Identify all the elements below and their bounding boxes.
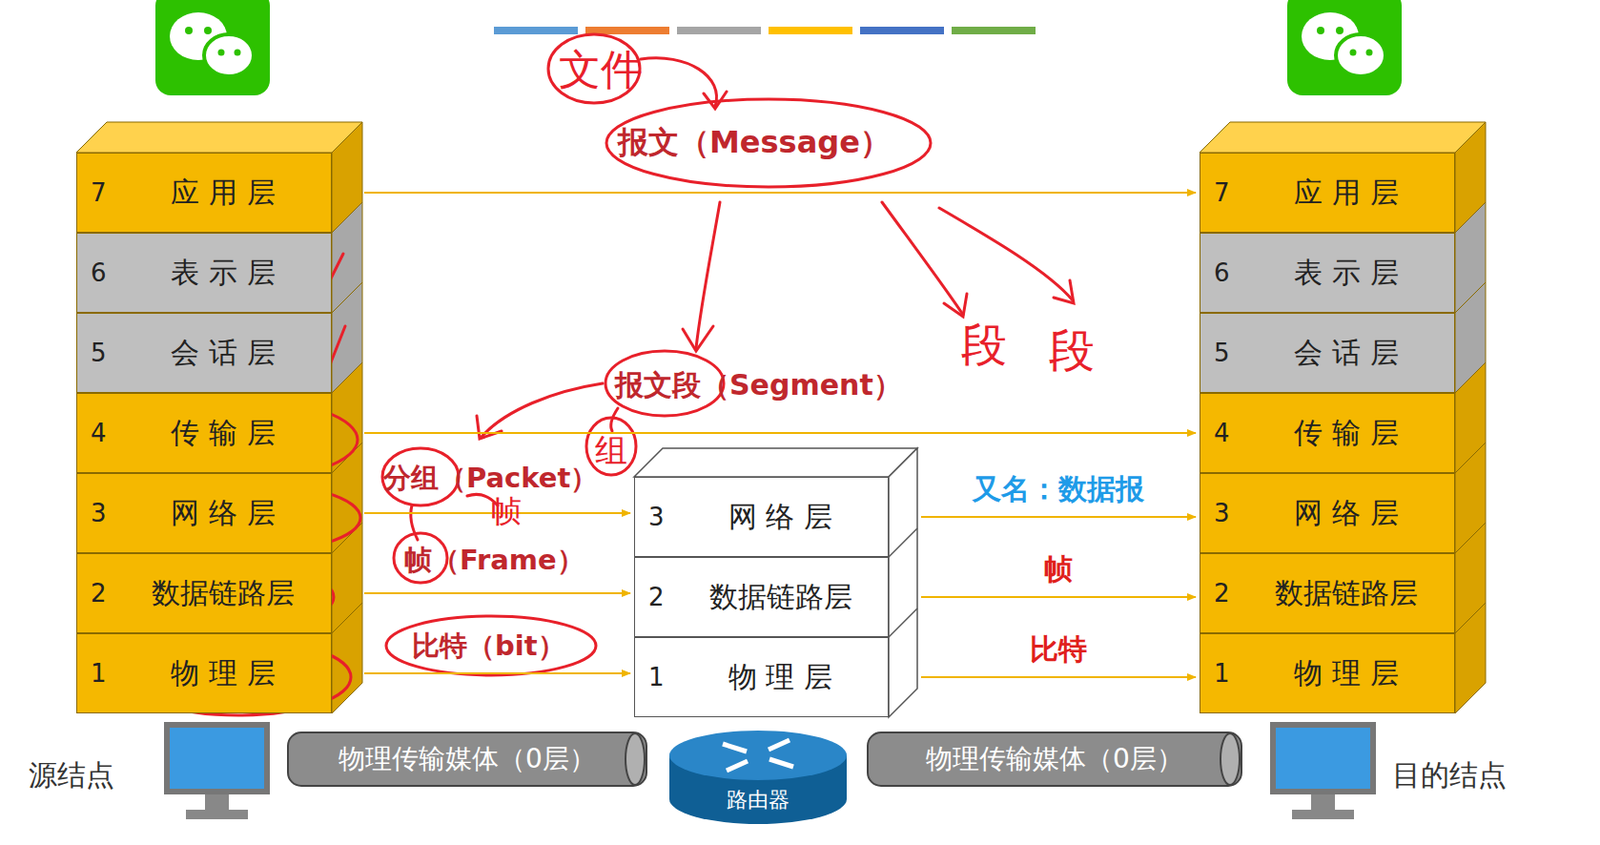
handwritten-note: 帧 [491,491,522,534]
layer-connector [364,592,631,595]
color-bar [493,26,1036,35]
text-label: 目的结点 [1392,756,1507,796]
layer-box: 6表 示 层 [1199,232,1456,313]
text-label: 报文段（Segment） [615,366,903,406]
layer-box: 6表 示 层 [76,232,332,313]
layer-number: 1 [635,662,681,692]
layer-name: 数据链路层 [1246,574,1455,614]
layer-box: 7应 用 层 [76,152,332,233]
layer-name: 表 示 层 [123,253,331,293]
media-label: 物理传输媒体（0层） [338,740,596,778]
layer-number: 1 [77,658,124,688]
layer-number: 3 [77,498,124,528]
text-label: 源结点 [28,756,115,796]
layer-box: 3网 络 层 [634,476,889,557]
text-label: 报文（Message） [617,122,891,165]
layer-number: 7 [77,178,124,207]
layer-number: 2 [635,582,681,612]
handwritten-note: 文件 [558,41,643,99]
layer-number: 5 [1200,338,1247,368]
layer-number: 3 [635,502,681,532]
layer-name: 网 络 层 [1246,493,1455,534]
layer-box: 5会 话 层 [1199,312,1456,393]
router-stack-faces [634,448,918,718]
layer-box: 3网 络 层 [76,472,332,554]
layer-box: 1物 理 层 [1199,633,1456,714]
layer-number: 2 [1200,578,1247,608]
layer-name: 表 示 层 [1246,253,1455,293]
layer-number: 3 [1200,498,1247,528]
wechat-icon [155,0,1402,96]
layer-box: 2数据链路层 [76,553,332,634]
layer-box: 2数据链路层 [1199,553,1456,634]
layer-box: 1物 理 层 [634,636,889,718]
layer-name: 应 用 层 [1246,173,1455,213]
layer-name: 数据链路层 [123,574,331,614]
edge-label: 又名：数据报 [969,470,1148,510]
layer-number: 6 [77,258,124,288]
text-label: 比特（bit） [411,627,566,666]
handwritten-note: 段 [1048,320,1095,382]
stack-faces [76,122,1486,714]
layer-name: 传 输 层 [1246,413,1455,453]
computer-icon [166,724,1374,820]
layer-number: 4 [1200,418,1247,448]
layer-box: 5会 话 层 [76,312,332,393]
layer-connector [921,515,1196,518]
layer-box: 4传 输 层 [76,392,332,473]
layer-name: 传 输 层 [123,413,331,453]
layer-connector [364,672,631,675]
router-label: 路由器 [665,785,851,815]
layer-name: 物 理 层 [123,654,331,694]
handwritten-note: 段 [961,314,1007,376]
layer-name: 数据链路层 [680,577,888,617]
layer-box: 4传 输 层 [1199,392,1456,473]
layer-number: 5 [77,338,124,368]
text-label: 分组（Packet） [383,459,598,498]
layer-connector [921,595,1196,598]
layer-number: 1 [1200,658,1247,688]
layer-connector [364,431,1196,434]
layer-box: 2数据链路层 [634,556,889,637]
router: 路由器 [665,726,851,826]
layer-name: 会 话 层 [1246,333,1455,373]
edge-label: 帧 [1041,550,1076,590]
media-label: 物理传输媒体（0层） [925,740,1184,778]
handwritten-note: 组 [594,429,628,473]
layer-box: 1物 理 层 [76,633,332,714]
layer-number: 7 [1200,178,1247,207]
layer-box: 7应 用 层 [1199,152,1456,233]
layer-name: 网 络 层 [680,497,888,537]
layer-connector [921,676,1196,678]
layer-number: 4 [77,418,124,448]
layer-box: 3网 络 层 [1199,472,1456,554]
layer-name: 物 理 层 [680,657,888,698]
layer-number: 6 [1200,258,1247,288]
layer-number: 2 [77,578,124,608]
media-pill: 物理传输媒体（0层） [286,730,649,788]
layer-name: 物 理 层 [1246,654,1455,694]
media-pill: 物理传输媒体（0层） [865,730,1244,788]
text-label: 帧（Frame） [404,541,585,580]
layer-name: 网 络 层 [123,493,331,534]
layer-name: 会 话 层 [123,333,331,373]
layer-connector [364,191,1196,194]
edge-label: 比特 [1026,630,1090,670]
layer-name: 应 用 层 [123,173,331,213]
